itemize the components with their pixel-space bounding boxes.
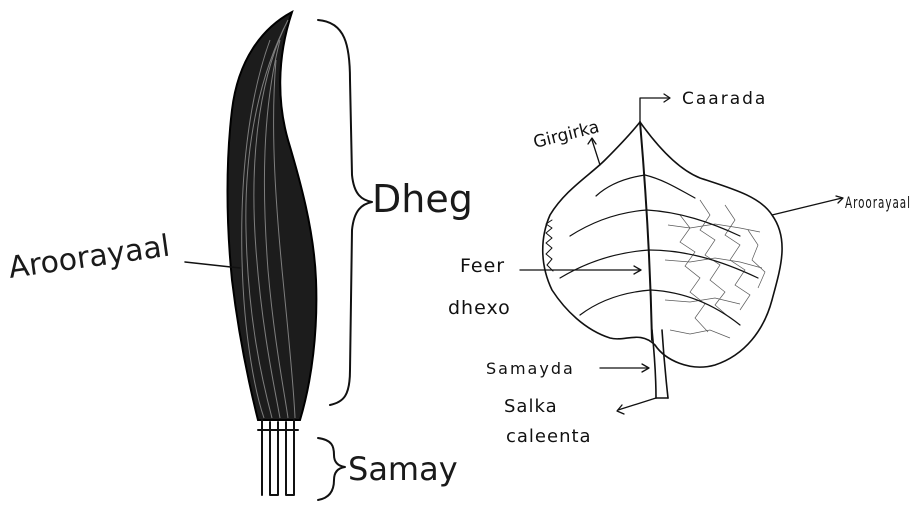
- blade-brace: [318, 20, 372, 405]
- narrow-leaf-stalk: [258, 420, 298, 495]
- label-midrib-line1: Feer: [460, 255, 505, 277]
- label-base-line2: caleenta: [506, 426, 592, 447]
- broad-leaf-midrib: [640, 122, 652, 340]
- broad-leaf-petiole: [652, 330, 668, 398]
- narrow-leaf-blade: [228, 12, 317, 420]
- label-veins-right: Aroorayaal: [845, 193, 911, 212]
- stalk-brace: [318, 438, 345, 500]
- label-petiole: Samayda: [486, 359, 575, 378]
- label-midrib-line2: dhexo: [448, 297, 511, 319]
- label-margin: Girgirka: [531, 117, 601, 153]
- label-tip: Caarada: [682, 89, 767, 109]
- narrow-leaf: [185, 12, 372, 500]
- leaf-margin-serration: [546, 220, 553, 271]
- broad-leaf-side-veins: [560, 175, 758, 325]
- net-venation: [665, 200, 765, 338]
- label-blade: Dheg: [372, 177, 473, 221]
- label-stalk: Samay: [348, 450, 458, 488]
- label-base-line1: Salka: [504, 396, 558, 417]
- label-vein-left: Aroorayaal: [6, 229, 172, 286]
